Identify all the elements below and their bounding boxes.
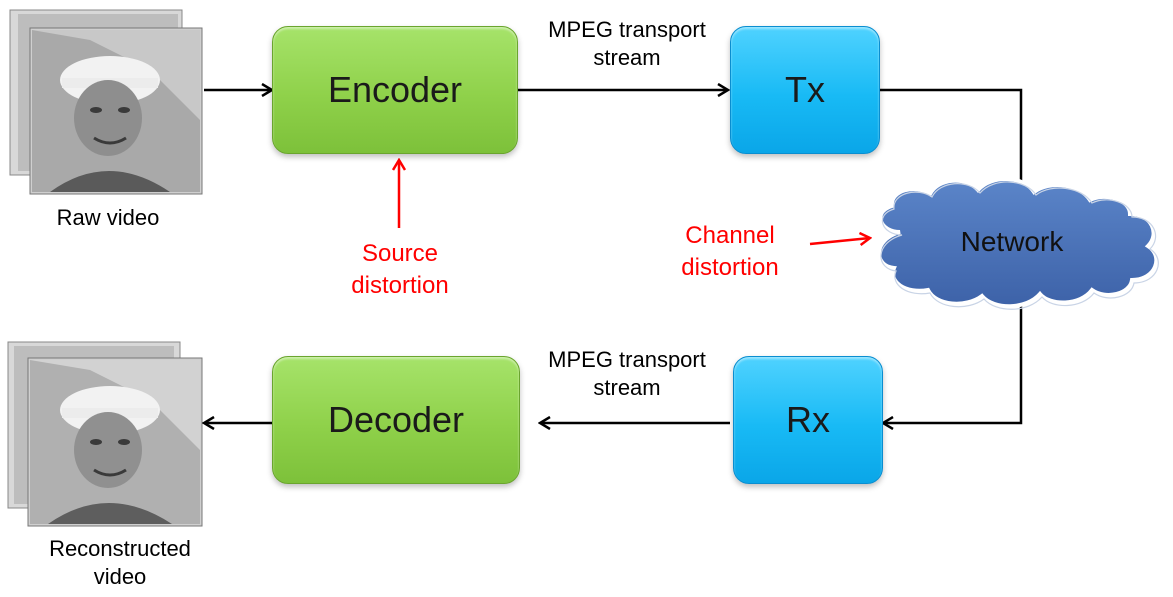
stream-label-top: MPEG transport stream	[522, 16, 732, 72]
stream-top-line2: stream	[593, 45, 661, 70]
tx-box: Tx	[730, 26, 880, 154]
source-distortion-line2: distortion	[351, 272, 449, 299]
arrow-network-to-rx	[883, 292, 1023, 423]
cloud-icon	[877, 176, 1159, 310]
stream-bottom-line1: MPEG transport	[548, 347, 706, 372]
channel-distortion-arrow	[809, 238, 870, 244]
arrow-tx-to-network	[880, 88, 1021, 198]
source-distortion-label: Source distortion	[320, 238, 480, 302]
rx-label: Rx	[786, 399, 830, 440]
raw-video-label: Raw video	[38, 204, 178, 232]
channel-distortion-line2: distortion	[681, 254, 779, 281]
raw-video-text: Raw video	[56, 205, 160, 230]
video-frames-icon	[7, 341, 203, 527]
tx-label: Tx	[785, 69, 825, 110]
rx-box: Rx	[733, 356, 883, 484]
stream-bottom-line2: stream	[593, 375, 661, 400]
channel-distortion-label: Channel distortion	[650, 220, 810, 284]
encoder-box: Encoder	[272, 26, 518, 154]
reconstructed-line2: video	[93, 564, 147, 589]
source-distortion-line1: Source	[361, 240, 439, 267]
reconstructed-line1: Reconstructed	[49, 536, 191, 561]
decoder-box: Decoder	[272, 356, 520, 484]
decoder-label: Decoder	[327, 399, 465, 440]
stream-label-bottom: MPEG transport stream	[522, 346, 732, 402]
network-label: Network	[960, 226, 1064, 257]
stream-top-line1: MPEG transport	[548, 17, 706, 42]
reconstructed-video-label: Reconstructed video	[20, 535, 220, 591]
encoder-label: Encoder	[327, 69, 463, 110]
channel-distortion-line1: Channel	[685, 222, 775, 249]
video-frames-icon	[9, 9, 203, 195]
